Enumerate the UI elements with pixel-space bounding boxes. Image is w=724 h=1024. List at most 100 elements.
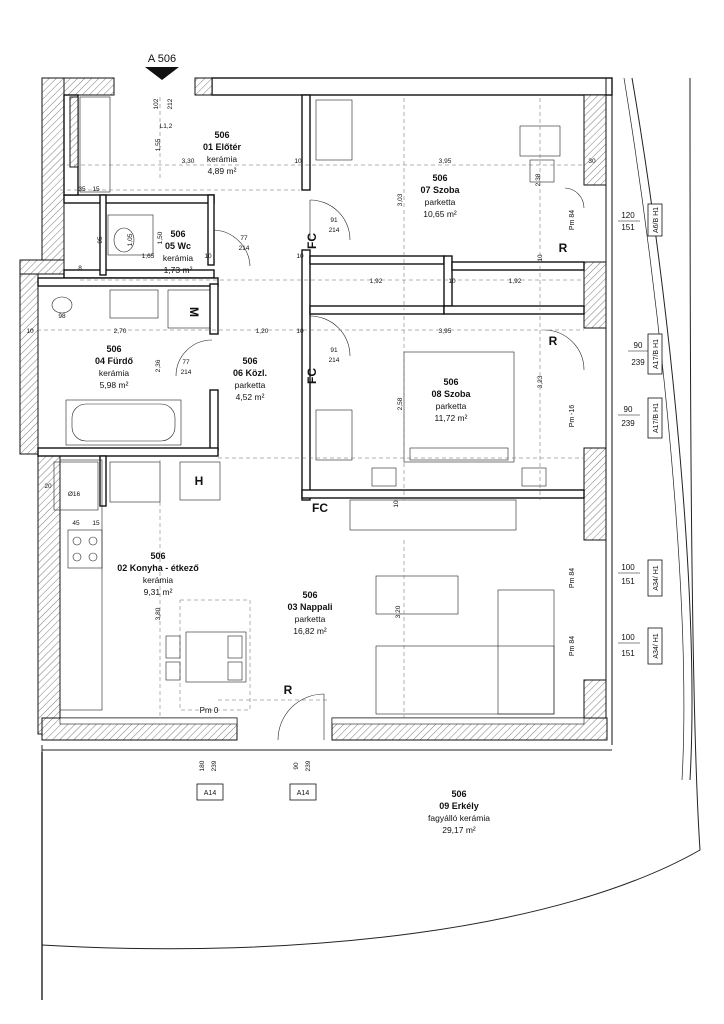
wc-icon [107, 214, 154, 256]
section-marker: A 506 [145, 53, 179, 80]
window-tag-3: 90 239 A17/B H1 Pm -16 [569, 397, 663, 439]
svg-text:A34/ H1: A34/ H1 [653, 565, 660, 590]
svg-text:M: M [187, 307, 201, 317]
interior-walls [37, 94, 585, 507]
svg-text:Pm -16: Pm -16 [569, 405, 576, 428]
svg-text:R: R [549, 334, 558, 348]
svg-text:214: 214 [329, 227, 340, 234]
fixtures [51, 96, 561, 715]
svg-text:A14: A14 [297, 790, 310, 797]
svg-text:A14: A14 [204, 790, 217, 797]
svg-text:FC: FC [312, 501, 328, 515]
svg-text:151: 151 [621, 577, 635, 586]
window-tag-2: 90 239 A17/B H1 [628, 333, 663, 375]
toilet-icon [51, 296, 73, 314]
cooktop-icon [67, 529, 103, 569]
svg-text:180: 180 [199, 760, 206, 771]
svg-text:506: 506 [302, 590, 317, 600]
svg-text:10: 10 [296, 253, 304, 260]
svg-text:506: 506 [432, 173, 447, 183]
svg-text:Pm 0: Pm 0 [200, 706, 219, 715]
svg-text:kerámia: kerámia [163, 253, 194, 263]
svg-text:R: R [559, 241, 568, 255]
svg-text:R: R [284, 683, 293, 697]
svg-text:03 Nappali: 03 Nappali [287, 602, 332, 612]
bathtub-icon [65, 399, 182, 446]
svg-text:100: 100 [621, 633, 635, 642]
room-label-eloter: 506 01 Előtér kerámia 4,89 m² [203, 130, 242, 176]
door-tag-2: A14 [289, 783, 317, 801]
window-tag-1: 120 151 A6/B H1 Pm 84 [569, 203, 663, 237]
window-tag-4: 100 151 A34/ H1 Pm 84 [569, 559, 663, 597]
svg-text:A6/B H1: A6/B H1 [653, 207, 660, 233]
svg-text:Pm 84: Pm 84 [569, 636, 576, 656]
svg-text:fagyálló kerámia: fagyálló kerámia [428, 813, 490, 823]
dimension-labels: 102 212 L1,2 1,55 3,30 10 3,95 30 3,03 2… [26, 98, 596, 771]
washbasin-icon [109, 289, 159, 319]
dining-table-icon [185, 631, 247, 683]
svg-text:506: 506 [443, 377, 458, 387]
room-label-wc: 506 05 Wc kerámia 1,73 m² [163, 229, 194, 275]
svg-text:8: 8 [78, 265, 82, 272]
svg-text:L1,2: L1,2 [160, 123, 173, 130]
svg-text:Ø16: Ø16 [68, 491, 81, 498]
wardrobe-icon [315, 409, 353, 461]
svg-text:1,92: 1,92 [509, 278, 522, 285]
svg-text:parketta: parketta [235, 380, 266, 390]
svg-text:Pm 84: Pm 84 [569, 568, 576, 588]
svg-text:91: 91 [330, 217, 338, 224]
svg-text:15: 15 [92, 186, 100, 193]
svg-text:1,05: 1,05 [127, 233, 134, 246]
symbols: FC FC FC R R R H M [187, 233, 568, 697]
svg-text:1,73 m²: 1,73 m² [164, 265, 193, 275]
svg-text:2,36: 2,36 [155, 359, 162, 372]
door-tag-1: A14 [196, 783, 224, 801]
svg-text:11,72 m²: 11,72 m² [435, 413, 468, 423]
svg-text:3,03: 3,03 [397, 193, 404, 206]
svg-text:35: 35 [78, 186, 86, 193]
svg-text:214: 214 [181, 369, 192, 376]
svg-text:239: 239 [631, 358, 645, 367]
svg-text:5,98 m²: 5,98 m² [100, 380, 129, 390]
svg-text:506: 506 [150, 551, 165, 561]
svg-text:15: 15 [92, 520, 100, 527]
svg-text:2,58: 2,58 [397, 397, 404, 410]
svg-text:77: 77 [240, 235, 248, 242]
svg-text:2,38: 2,38 [535, 173, 542, 186]
room-label-szoba8: 506 08 Szoba parketta 11,72 m² [431, 377, 471, 423]
svg-text:04 Fürdő: 04 Fürdő [95, 356, 134, 366]
svg-text:parketta: parketta [425, 197, 456, 207]
svg-text:09 Erkély: 09 Erkély [439, 801, 479, 811]
fridge-icon [179, 461, 221, 501]
svg-text:10: 10 [26, 328, 34, 335]
svg-text:3,80: 3,80 [155, 607, 162, 620]
svg-text:506: 506 [106, 344, 121, 354]
svg-text:kerámia: kerámia [143, 575, 174, 585]
coffee-table-icon [375, 575, 459, 615]
svg-text:16,82 m²: 16,82 m² [293, 626, 327, 636]
svg-text:151: 151 [621, 649, 635, 658]
svg-text:05 Wc: 05 Wc [165, 241, 191, 251]
svg-text:1,50: 1,50 [157, 231, 164, 244]
svg-text:3,95: 3,95 [439, 158, 452, 165]
svg-text:151: 151 [621, 223, 635, 232]
svg-text:91: 91 [330, 347, 338, 354]
svg-text:3,23: 3,23 [537, 375, 544, 388]
room-label-szoba7: 506 07 Szoba parketta 10,65 m² [420, 173, 460, 219]
svg-text:214: 214 [239, 245, 250, 252]
svg-text:239: 239 [305, 760, 312, 771]
bed-icon [315, 99, 353, 161]
svg-text:H: H [195, 474, 204, 488]
svg-text:parketta: parketta [436, 401, 467, 411]
doors [175, 187, 585, 741]
room-label-nappali: 506 03 Nappali parketta 16,82 m² [287, 590, 332, 636]
svg-text:239: 239 [211, 760, 218, 771]
svg-text:1,20: 1,20 [256, 328, 269, 335]
svg-text:30: 30 [588, 158, 596, 165]
svg-text:FC: FC [305, 233, 319, 249]
svg-text:Pm 84: Pm 84 [569, 210, 576, 230]
sink-icon [53, 461, 99, 511]
svg-text:3,20: 3,20 [395, 605, 402, 618]
svg-text:506: 506 [451, 789, 466, 799]
svg-text:90: 90 [624, 405, 633, 414]
